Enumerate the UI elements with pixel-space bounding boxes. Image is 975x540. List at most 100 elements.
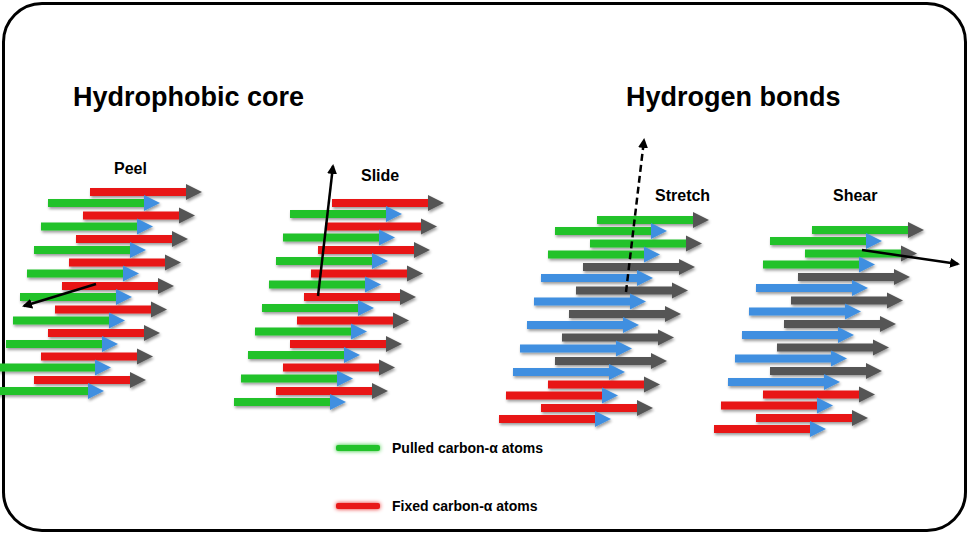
strand-body [770,367,868,375]
beta-strand [555,223,667,239]
strand-head [400,289,416,305]
strand-body [76,235,174,243]
strand-body [520,345,618,353]
strand-head [838,327,854,343]
strand-body [756,284,854,292]
beta-strand [770,233,882,249]
strand-head [693,212,709,228]
legend-swatch [336,445,380,451]
strand-head [845,304,861,320]
beta-strand [13,313,125,329]
beta-strand [255,324,367,340]
strand-head [852,280,868,296]
section-heading: Hydrophobic core [73,82,304,113]
strand-head [386,336,402,352]
beta-strand [527,317,639,333]
peel-force [24,284,96,306]
beta-strand [513,364,625,380]
strand-body [555,227,653,235]
strand-head [817,398,833,414]
strand-body [597,216,695,224]
legend-text: Pulled carbon-α atoms [392,440,543,456]
strand-head [901,246,917,262]
strand-body [506,392,604,400]
beta-strand [714,421,826,437]
strand-body [541,274,639,282]
beta-strand [728,374,840,390]
strand-head [887,293,903,309]
strand-body [513,368,611,376]
strand-body [527,321,625,329]
strand-body [325,223,423,231]
strand-head [137,349,153,365]
strand-head [637,270,653,286]
strand-head [873,340,889,356]
strand-body [41,353,139,361]
strand-head [894,269,910,285]
shear-force [862,250,958,264]
strand-body [756,414,854,422]
strand-head [130,372,146,388]
strand-head [337,371,353,387]
legend-text: Fixed carbon-α atoms [392,498,538,514]
beta-strand [735,351,847,367]
strand-head [330,394,346,410]
strand-body [318,246,416,254]
strand-body [241,375,339,383]
strand-head [880,316,896,332]
strand-body [0,364,97,372]
strand-body [283,364,381,372]
legend-swatch [336,503,380,509]
strand-body [798,273,896,281]
mode-label: Stretch [655,187,710,205]
strand-head [852,410,868,426]
strand-head [130,242,146,258]
strand-head [859,387,875,403]
strand-head [644,247,660,263]
strand-head [644,377,660,393]
strand-head [686,236,702,252]
strand-head [623,317,639,333]
strand-head [616,341,632,357]
strand-head [609,364,625,380]
strand-body [234,398,332,406]
beta-strand [48,195,160,211]
strand-body [55,306,153,314]
strand-body [332,199,430,207]
beta-strand [520,341,632,357]
strand-body [777,344,875,352]
beta-strand [534,294,646,310]
strand-body [555,357,653,365]
strand-head [866,363,882,379]
strand-head [421,219,437,235]
beta-strand [756,280,868,296]
beta-strand [283,230,395,246]
strand-head [116,289,132,305]
mode-label: Shear [833,187,877,205]
strand-body [290,210,388,218]
strand-body [548,381,646,389]
strand-body [590,240,688,248]
strand-body [770,237,868,245]
strand-body [276,257,374,265]
strand-head [637,400,653,416]
strand-body [0,387,90,395]
strand-head [651,353,667,369]
strand-head [866,233,882,249]
beta-strand [6,336,118,352]
beta-strand [269,277,381,293]
beta-strand [548,247,660,263]
strand-head [386,206,402,222]
strand-head [151,302,167,318]
mode-label: Peel [114,160,147,178]
strand-head [407,266,423,282]
strand-head [665,306,681,322]
strand-body [583,263,681,271]
strand-body [735,355,833,363]
strand-head [372,383,388,399]
beta-strand [248,347,360,363]
strand-body [534,298,632,306]
strand-body [90,188,188,196]
strand-head [88,383,104,399]
strand-body [763,391,861,399]
